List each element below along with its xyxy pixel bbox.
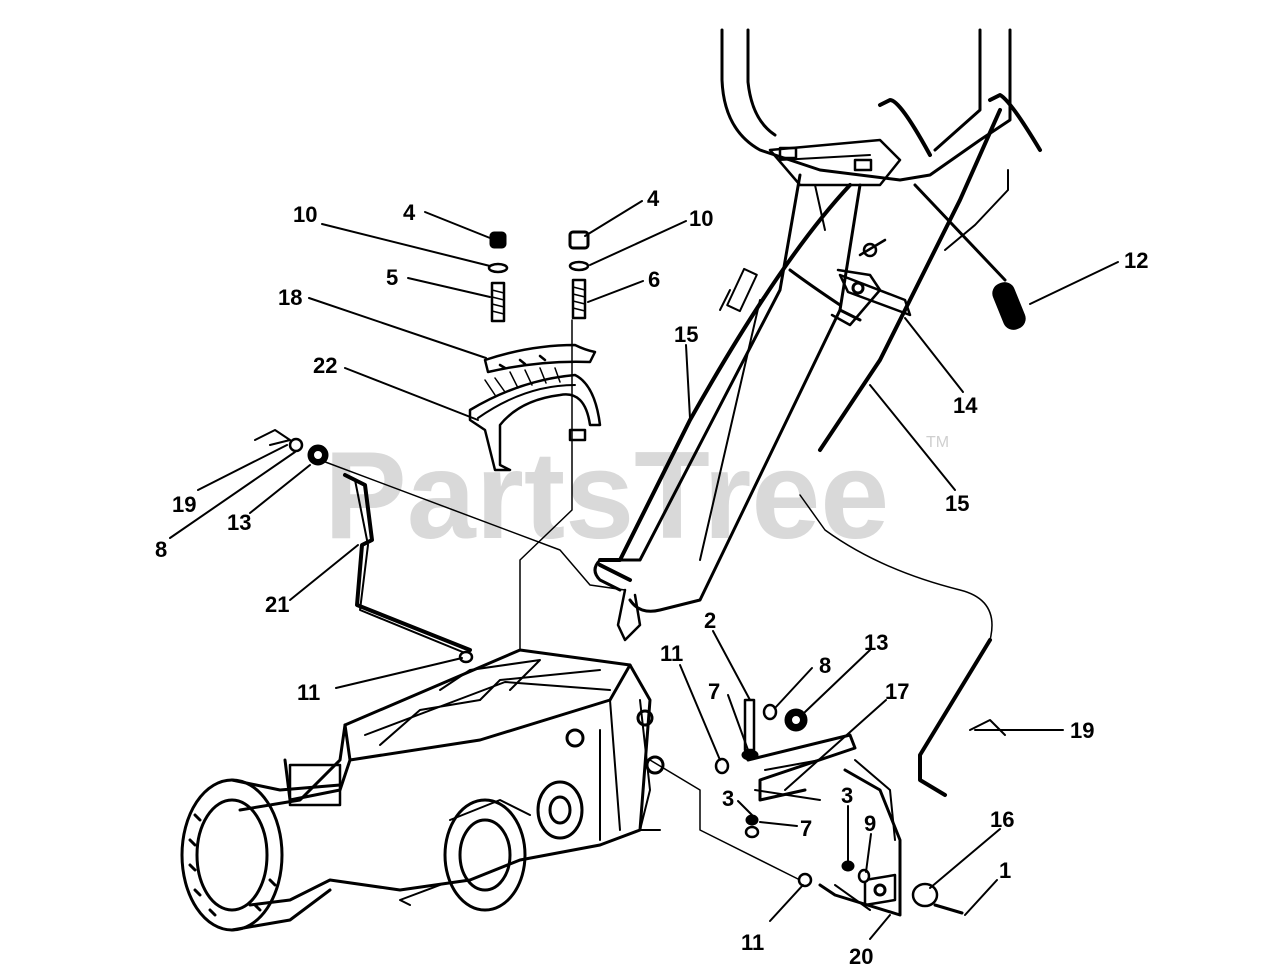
shift-arm (746, 733, 857, 802)
callout-3: 3 (722, 786, 734, 811)
callout-16: 16 (990, 807, 1014, 832)
callout-15: 15 (945, 491, 969, 516)
stud-6 (568, 230, 590, 320)
callout-2: 2 (704, 608, 716, 633)
callout-4: 4 (647, 186, 660, 211)
callout-10: 10 (689, 206, 713, 231)
callout-1: 1 (999, 858, 1011, 883)
callout-18: 18 (278, 285, 302, 310)
shift-rod-right (818, 93, 1042, 452)
axle-housing (180, 778, 342, 932)
bolt-2 (741, 698, 759, 761)
side-bearing (399, 709, 665, 912)
right-shift-rod (918, 638, 1006, 797)
callout-13: 13 (227, 510, 251, 535)
watermark-text: PartsTree (324, 427, 889, 565)
callout-12: 12 (1124, 248, 1148, 273)
left-shift-lever (254, 429, 474, 664)
right-hardware (714, 703, 964, 915)
lever-grip (913, 183, 1026, 330)
selector-bracket (818, 768, 902, 917)
shift-bracket (838, 273, 912, 317)
callout-6: 6 (648, 267, 660, 292)
callout-3: 3 (841, 783, 853, 808)
callout-leaders (169, 200, 1119, 940)
watermark: PartsTree TM (324, 427, 949, 565)
callout-8: 8 (819, 653, 831, 678)
callout-5: 5 (386, 265, 398, 290)
callout-11: 11 (297, 680, 320, 705)
callout-19: 19 (1070, 718, 1094, 743)
callout-20: 20 (849, 944, 873, 969)
watermark-trademark: TM (926, 434, 949, 451)
stud-5 (487, 231, 509, 323)
callout-7: 7 (708, 679, 720, 704)
callout-19: 19 (172, 492, 196, 517)
callout-15: 15 (674, 322, 698, 347)
transmission-housing (238, 648, 661, 907)
callout-9: 9 (864, 811, 876, 836)
callout-17: 17 (885, 679, 909, 704)
callout-13: 13 (864, 630, 888, 655)
upper-handle (720, 28, 1012, 251)
callout-labels: 10 4 4 10 12 5 6 18 15 14 22 15 19 13 8 … (155, 186, 1148, 969)
callout-14: 14 (953, 393, 978, 418)
callout-10: 10 (293, 202, 317, 227)
handle-bracket (778, 146, 887, 258)
callout-22: 22 (313, 353, 337, 378)
callout-7: 7 (800, 816, 812, 841)
callout-8: 8 (155, 537, 167, 562)
callout-11: 11 (660, 641, 683, 666)
quadrant-plate (468, 343, 602, 472)
assembly-lines (319, 319, 993, 881)
handle-tube (593, 173, 882, 642)
callout-21: 21 (265, 592, 289, 617)
callout-4: 4 (403, 200, 416, 225)
shift-rod-left (598, 183, 852, 582)
callout-11: 11 (741, 930, 764, 955)
